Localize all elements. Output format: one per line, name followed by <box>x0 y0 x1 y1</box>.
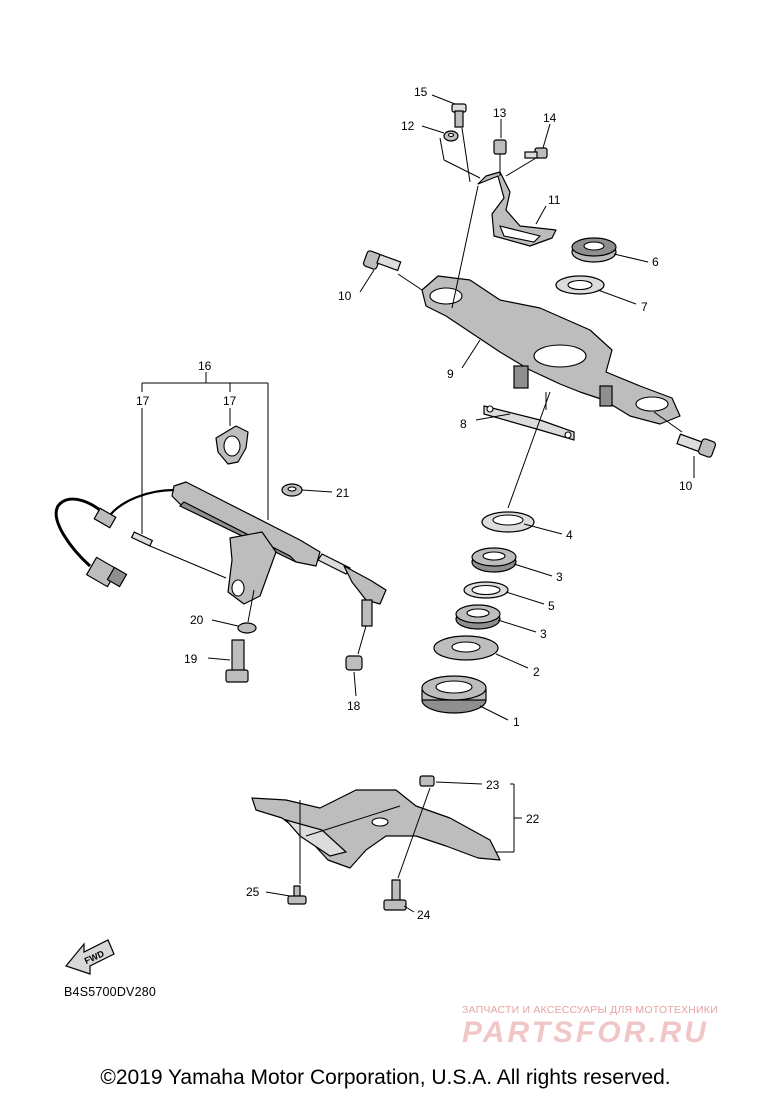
steering-damper-body <box>171 481 387 627</box>
part-9-upper-bracket <box>421 275 681 425</box>
callout-22: 22 <box>526 812 540 826</box>
part-21-collar <box>281 483 303 497</box>
part-7-washer <box>555 275 605 295</box>
callout-14: 14 <box>543 111 557 125</box>
callout-1: 1 <box>513 715 520 729</box>
part-22-cover <box>251 789 501 869</box>
callout-3-lower: 3 <box>540 627 547 641</box>
callout-20: 20 <box>190 613 204 627</box>
callout-labels: 1 2 3 3 4 5 6 7 8 9 10 10 11 12 13 14 15… <box>136 85 693 922</box>
part-15-bolt <box>451 103 467 128</box>
part-10-bolt-lower <box>676 433 717 458</box>
callout-10-upper: 10 <box>338 289 352 303</box>
part-3-bearing-upper <box>471 547 517 573</box>
part-17-sensor-pin <box>130 531 154 547</box>
callout-2: 2 <box>533 665 540 679</box>
part-12-nut <box>443 130 459 142</box>
callout-12: 12 <box>401 119 415 133</box>
callout-10-lower: 10 <box>679 479 693 493</box>
part-2-washer <box>433 635 499 661</box>
callout-19: 19 <box>184 652 198 666</box>
part-4-ring-nut <box>481 511 535 533</box>
part-23-nut <box>419 775 435 787</box>
callout-21: 21 <box>336 486 350 500</box>
callout-17-right: 17 <box>223 394 237 408</box>
part-25-screw <box>287 885 307 905</box>
callout-17-left: 17 <box>136 394 150 408</box>
part-24-bolt <box>383 879 407 911</box>
part-6-nut <box>571 237 617 263</box>
callout-3-upper: 3 <box>556 570 563 584</box>
part-20-collar <box>237 622 257 634</box>
part-19-bolt <box>225 639 249 683</box>
callout-24: 24 <box>417 908 431 922</box>
watermark-subtitle: ЗАПЧАСТИ И АКСЕССУАРЫ ДЛЯ МОТОТЕХНИКИ <box>462 1004 718 1016</box>
part-13-clip <box>493 139 507 155</box>
part-8-plate <box>483 405 575 441</box>
callout-8: 8 <box>460 417 467 431</box>
callout-9: 9 <box>447 367 454 381</box>
copyright-notice: ©2019 Yamaha Motor Corporation, U.S.A. A… <box>100 1066 671 1089</box>
callout-11: 11 <box>548 193 561 207</box>
fwd-arrow-icon: FWD <box>64 939 115 975</box>
callout-16: 16 <box>198 359 212 373</box>
part-1-seal <box>421 675 487 714</box>
part-17-clamp <box>215 425 249 465</box>
callout-23: 23 <box>486 778 500 792</box>
callout-13: 13 <box>493 106 507 120</box>
damper-wire-harness <box>54 488 175 588</box>
callout-7: 7 <box>641 300 648 314</box>
leader-lines <box>141 94 695 913</box>
callout-25: 25 <box>246 885 260 899</box>
callout-5: 5 <box>548 599 555 613</box>
part-14-bolt <box>524 147 548 159</box>
callout-15: 15 <box>414 85 428 99</box>
part-11-bracket <box>477 171 557 247</box>
callout-18: 18 <box>347 699 361 713</box>
part-5-washer <box>463 581 509 599</box>
part-18-nut <box>345 655 363 671</box>
diagram-code: B4S5700DV280 <box>64 985 157 999</box>
watermark-brand: PARTSFOR.RU <box>462 1016 709 1049</box>
part-3-bearing-lower <box>455 604 501 630</box>
part-10-bolt-upper <box>362 250 402 272</box>
callout-6: 6 <box>652 255 659 269</box>
callout-4: 4 <box>566 528 573 542</box>
